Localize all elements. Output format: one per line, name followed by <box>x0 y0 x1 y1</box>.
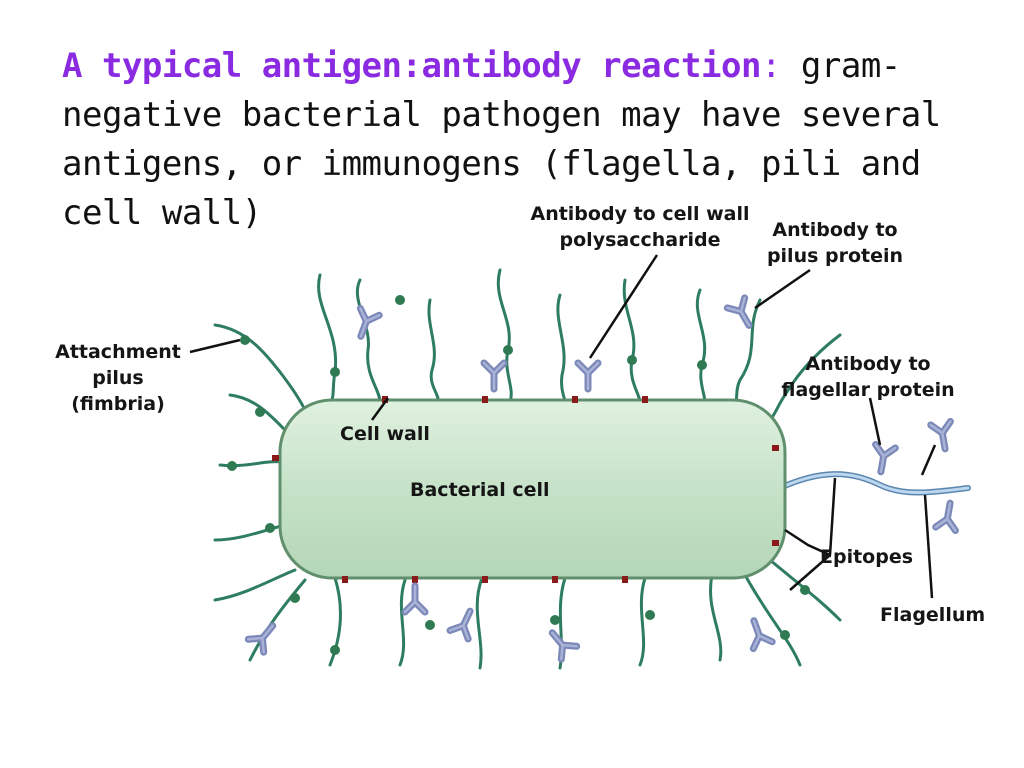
antibody <box>248 619 280 652</box>
antibody <box>450 607 479 639</box>
label-cell-wall: Cell wall <box>340 423 430 445</box>
antibody <box>871 444 895 473</box>
pilus <box>768 333 842 422</box>
pilus-tip <box>255 407 265 417</box>
pilus-tip <box>503 345 513 355</box>
leader-line <box>920 444 937 476</box>
epitope-mark <box>272 455 279 461</box>
pilus <box>733 298 762 407</box>
pilus <box>427 298 440 404</box>
epitope-mark <box>572 396 578 403</box>
label-antibody-flagellar-1: Antibody to <box>805 353 930 375</box>
leader-line <box>588 254 659 359</box>
leader-line <box>828 477 837 556</box>
slide-title: A typical antigen:antibody reaction: gra… <box>62 42 962 238</box>
pilus <box>398 578 407 667</box>
epitope-mark <box>772 540 779 546</box>
antibody <box>578 363 598 389</box>
leader-line <box>370 397 390 421</box>
pilus-tip <box>240 335 250 345</box>
pilus <box>248 578 307 662</box>
pilus-tip <box>697 360 707 370</box>
epitope-mark <box>772 445 779 451</box>
leader-line <box>789 554 831 591</box>
leader-lines <box>189 254 937 599</box>
pilus-tip <box>645 610 655 620</box>
title-colon: : <box>760 46 781 86</box>
leader-line <box>923 494 934 599</box>
label-bacterial-cell: Bacterial cell <box>410 479 550 501</box>
antibody <box>351 308 379 339</box>
pilus <box>213 568 297 602</box>
title-body: gram-negative bacterial pathogen may hav… <box>62 46 941 233</box>
epitope-mark <box>482 576 488 583</box>
pilus <box>496 268 513 404</box>
pilus <box>328 576 342 667</box>
antibody <box>936 501 960 530</box>
antibody <box>744 617 772 648</box>
epitope-mark <box>622 576 628 583</box>
pilus-tip <box>330 367 340 377</box>
label-antibody-flagellar-2: flagellar protein <box>781 379 954 401</box>
pilus-tip <box>330 645 340 655</box>
pilus-tip <box>780 630 790 640</box>
epitope-mark <box>412 576 418 583</box>
title-highlight: A typical antigen:antibody reaction <box>62 46 761 86</box>
bacterial-cell-body <box>278 398 787 580</box>
label-antibody-pilus-1: Antibody to <box>772 219 897 241</box>
pilus-tip <box>395 295 405 305</box>
labels-group: Antibody to cell wall polysaccharide Ant… <box>55 203 985 626</box>
label-antibody-cell-wall-1: Antibody to cell wall <box>530 203 749 225</box>
pilus <box>709 573 723 662</box>
pilus <box>622 278 642 404</box>
label-antibody-pilus-2: pilus protein <box>767 245 903 267</box>
pilus <box>743 573 802 667</box>
pilus <box>355 278 382 404</box>
antibody <box>484 363 504 389</box>
pilus-tip <box>425 620 435 630</box>
pilus <box>695 288 707 404</box>
epitope-mark <box>482 396 488 403</box>
epitope-mark <box>552 576 558 583</box>
antibody <box>405 586 425 612</box>
pilus <box>556 293 567 404</box>
pilus <box>317 273 338 407</box>
leader-line <box>868 397 882 446</box>
leader-line <box>189 338 241 354</box>
pilus-tips-group <box>227 295 810 655</box>
pilus-tip <box>265 523 275 533</box>
pilus <box>218 460 284 468</box>
label-antibody-cell-wall-2: polysaccharide <box>560 229 721 251</box>
pilus-tip <box>550 615 560 625</box>
epitope-mark <box>342 576 348 583</box>
leader-line <box>754 268 811 310</box>
label-attachment-2: pilus <box>92 367 143 389</box>
label-epitopes: Epitopes <box>820 546 913 568</box>
pilus <box>475 576 484 670</box>
epitope-mark <box>642 396 648 403</box>
pilus-tip <box>627 355 637 365</box>
cell-wall-epitopes-group <box>272 396 779 583</box>
pilus-tip <box>290 593 300 603</box>
pilus <box>638 576 647 667</box>
label-flagellum: Flagellum <box>880 604 985 626</box>
epitope-mark <box>382 396 388 403</box>
leader-line <box>784 528 831 557</box>
pilus <box>213 323 307 412</box>
pilus-tip <box>227 461 237 471</box>
flagellum-highlight <box>778 472 970 494</box>
label-attachment-3: (fimbria) <box>71 393 165 415</box>
label-attachment-1: Attachment <box>55 341 181 363</box>
pilus-tip <box>800 585 810 595</box>
